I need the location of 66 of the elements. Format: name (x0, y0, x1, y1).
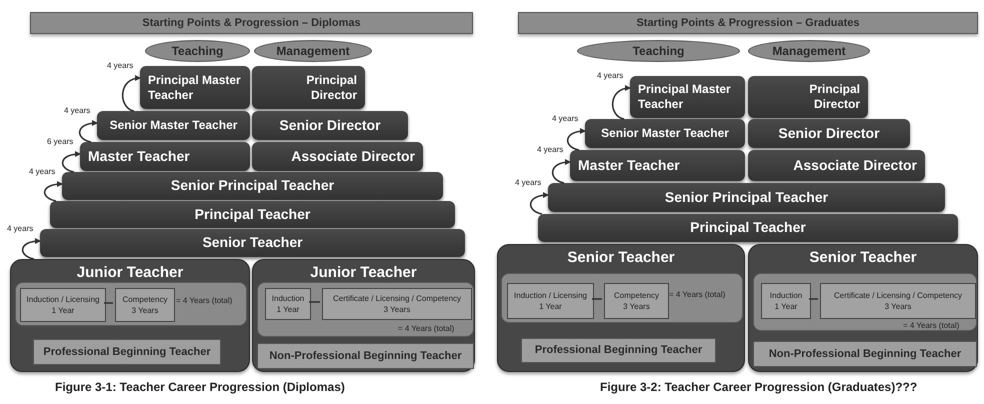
entry-box: Professional Beginning Teacher (33, 339, 221, 365)
requirement-box: Competency 3 Years (115, 288, 175, 322)
requirement-panel (257, 282, 474, 337)
total-duration-text: = 4 Years (total) (398, 324, 454, 334)
level-bar: Principal Master Teacher (140, 66, 250, 109)
figure-caption: Figure 3-2: Teacher Career Progression (Graduates)??? (600, 379, 918, 396)
connector-line (592, 298, 602, 300)
curved-arrow (530, 192, 549, 215)
curved-arrow (44, 181, 63, 202)
edge-label: 4 years (551, 114, 580, 124)
curved-arrow (566, 128, 586, 151)
edge-label: 6 years (46, 137, 74, 147)
edge-label: 4 years (514, 178, 542, 188)
entry-box: Non-Professional Beginning Teacher (257, 343, 474, 369)
edge-label: 4 years (28, 167, 56, 177)
requirement-box: Induction / Licensing 1 Year (20, 288, 106, 322)
level-bar: Associate Director (252, 142, 423, 171)
curved-arrow (552, 159, 571, 184)
requirement-box: Competency 3 Years (604, 283, 669, 319)
level-bar: Senior Master Teacher (585, 119, 745, 148)
curved-arrow (612, 86, 631, 120)
figure-caption: Figure 3-1: Teacher Career Progression (Diplomas) (55, 379, 345, 396)
requirement-panel (501, 273, 743, 323)
entry-box: Professional Beginning Teacher (521, 338, 716, 363)
edge-label: 4 years (6, 224, 34, 234)
total-duration-text: = 4 Years (total) (669, 290, 726, 300)
category-ellipse: Management (254, 40, 372, 62)
connector-line (309, 301, 320, 303)
requirement-box: Induction 1 Year (265, 288, 311, 320)
level-bar: Senior Teacher (40, 229, 465, 257)
level-bar: Senior Director (748, 119, 910, 148)
connector-line (809, 298, 818, 300)
level-bar: Senior Principal Teacher (548, 183, 945, 212)
heading-banner: Starting Points & Progression – Diplomas (30, 12, 473, 34)
requirement-box: Induction 1 Year (761, 283, 811, 319)
level-bar: Principal Director (748, 76, 868, 118)
category-ellipse: Teaching (577, 40, 740, 62)
level-bar: Senior Master Teacher (97, 111, 250, 140)
edge-label: 4 years (536, 145, 564, 155)
level-bar: Principal Teacher (538, 214, 958, 242)
level-bar: Master Teacher (80, 142, 250, 171)
edge-label: 4 years (63, 106, 92, 116)
entry-box: Non-Professional Beginning Teacher (753, 341, 977, 367)
connector-line (104, 302, 113, 304)
requirement-panel (15, 282, 247, 326)
curved-arrow (62, 151, 81, 173)
curved-arrow (22, 238, 41, 260)
total-duration-text: = 4 Years (total) (903, 321, 960, 331)
requirement-box: Certificate / Licensing / Competency 3 Years (820, 283, 976, 319)
edge-label: 4 years (596, 71, 624, 81)
requirement-box: Induction / Licensing 1 Year (507, 283, 594, 319)
level-bar: Senior Director (252, 111, 408, 140)
level-bar: Principal Director (252, 66, 365, 109)
level-bar: Principal Teacher (50, 201, 455, 228)
requirement-panel (753, 273, 977, 331)
requirement-box: Certificate / Licensing / Competency 3 Years (322, 288, 472, 320)
category-ellipse: Teaching (145, 40, 250, 62)
level-bar: Principal Master Teacher (630, 76, 745, 118)
category-ellipse: Management (748, 40, 870, 62)
heading-banner: Starting Points & Progression – Graduates (518, 12, 978, 34)
curved-arrow (78, 120, 98, 143)
level-bar: Senior Principal Teacher (62, 172, 443, 200)
curved-arrow (122, 76, 141, 112)
level-bar: Master Teacher (570, 150, 745, 181)
level-bar: Associate Director (748, 150, 925, 181)
edge-label: 4 years (106, 61, 134, 71)
